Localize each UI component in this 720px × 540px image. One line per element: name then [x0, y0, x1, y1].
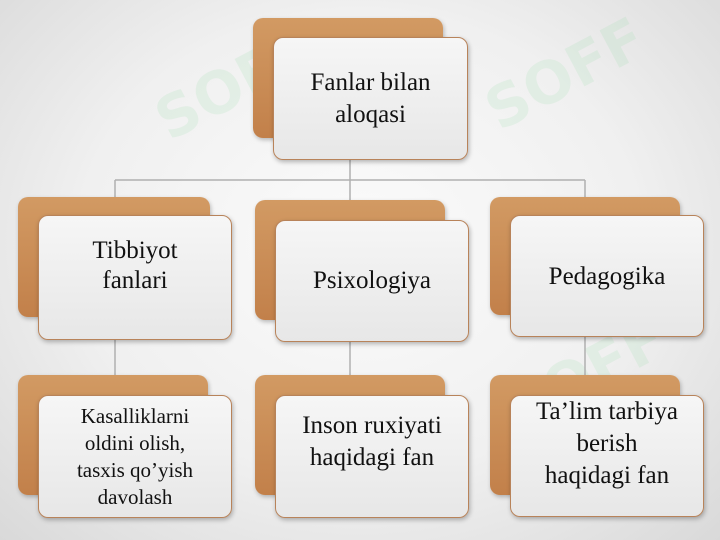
- branch-label: Pedagogika: [510, 215, 704, 337]
- root-node-label: Fanlar bilan aloqasi: [273, 37, 468, 160]
- detail-label: Ta’lim tarbiya berish haqidagi fan: [510, 395, 704, 517]
- detail-label: Kasalliklarni oldini olish, tasxis qo’yi…: [38, 395, 232, 518]
- branch-label: Psixologiya: [275, 220, 469, 342]
- branch-label: Tibbiyot fanlari: [38, 215, 232, 340]
- detail-label: Inson ruxiyati haqidagi fan: [275, 395, 469, 518]
